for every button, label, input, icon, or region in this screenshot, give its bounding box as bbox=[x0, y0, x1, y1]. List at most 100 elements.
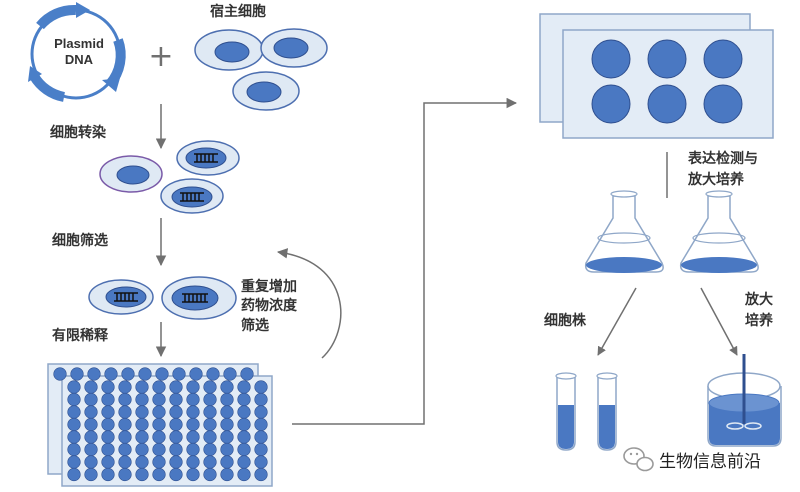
well bbox=[118, 455, 132, 469]
well bbox=[647, 84, 687, 124]
stirrer-blade bbox=[744, 422, 762, 430]
well bbox=[87, 367, 101, 381]
well bbox=[237, 467, 251, 482]
watermark: 生物信息前沿 bbox=[623, 447, 761, 472]
well bbox=[84, 430, 98, 444]
well bbox=[118, 430, 132, 444]
well bbox=[118, 417, 132, 432]
well bbox=[220, 455, 234, 469]
watermark-text: 生物信息前沿 bbox=[659, 452, 761, 472]
well bbox=[220, 380, 234, 394]
nucleus bbox=[171, 186, 213, 208]
well bbox=[703, 84, 743, 124]
well bbox=[138, 367, 152, 381]
well-plates-96 bbox=[47, 363, 273, 487]
well bbox=[101, 442, 115, 457]
screening-label: 细胞筛选 bbox=[52, 232, 108, 249]
wechat-icon bbox=[623, 447, 654, 472]
well bbox=[237, 392, 251, 407]
nucleus bbox=[273, 37, 309, 59]
well bbox=[135, 405, 149, 419]
well bbox=[237, 405, 251, 419]
well bbox=[169, 380, 183, 394]
well bbox=[67, 405, 81, 419]
well bbox=[135, 467, 149, 482]
well bbox=[237, 380, 251, 394]
repeat-label-line2: 药物浓度 bbox=[241, 297, 298, 314]
transfected-cells bbox=[99, 140, 240, 214]
cell-line-label: 细胞株 bbox=[544, 312, 587, 329]
erlenmeyer-flask bbox=[679, 190, 759, 273]
well bbox=[84, 467, 98, 482]
well bbox=[152, 405, 166, 419]
well bbox=[152, 417, 166, 432]
well bbox=[220, 417, 234, 432]
host-cells bbox=[194, 28, 328, 111]
well bbox=[254, 455, 268, 469]
well bbox=[240, 367, 254, 381]
well bbox=[203, 405, 217, 419]
well bbox=[203, 380, 217, 394]
well bbox=[84, 417, 98, 432]
well bbox=[101, 392, 115, 407]
well bbox=[53, 367, 67, 381]
well bbox=[186, 405, 200, 419]
well bbox=[84, 442, 98, 457]
well bbox=[220, 405, 234, 419]
well bbox=[135, 455, 149, 469]
transfection-label: 细胞转染 bbox=[50, 124, 107, 141]
well bbox=[186, 455, 200, 469]
well bbox=[67, 467, 81, 482]
well bbox=[220, 392, 234, 407]
repeat-label-line3: 筛选 bbox=[241, 317, 269, 334]
dna-fragment-icon bbox=[114, 292, 138, 302]
plus-sign: + bbox=[148, 39, 173, 74]
repeat-loop-arrow bbox=[276, 248, 342, 359]
well bbox=[169, 467, 183, 482]
well bbox=[118, 405, 132, 419]
nucleus bbox=[246, 81, 282, 103]
well bbox=[101, 380, 115, 394]
well bbox=[101, 405, 115, 419]
well bbox=[189, 367, 203, 381]
plasmid-label: Plasmid bbox=[54, 36, 104, 51]
well bbox=[70, 367, 84, 381]
well bbox=[152, 380, 166, 394]
well bbox=[152, 430, 166, 444]
well bbox=[135, 417, 149, 432]
well bbox=[186, 417, 200, 432]
well bbox=[135, 430, 149, 444]
well bbox=[254, 405, 268, 419]
well bbox=[101, 430, 115, 444]
well bbox=[169, 405, 183, 419]
dna-fragment-icon bbox=[194, 153, 218, 163]
test-tube bbox=[555, 372, 577, 451]
well bbox=[186, 430, 200, 444]
well bbox=[591, 84, 631, 124]
well bbox=[67, 430, 81, 444]
well bbox=[186, 442, 200, 457]
dna-fragment-icon bbox=[182, 293, 208, 303]
well bbox=[67, 392, 81, 407]
well bbox=[135, 392, 149, 407]
well bbox=[220, 430, 234, 444]
nucleus bbox=[105, 286, 147, 308]
expression-label-line2: 放大培养 bbox=[687, 171, 745, 188]
tube-liquid bbox=[558, 405, 574, 449]
host-cells-label: 宿主细胞 bbox=[210, 3, 266, 20]
well bbox=[121, 367, 135, 381]
well bbox=[118, 442, 132, 457]
arrow-to-scale-up bbox=[700, 287, 738, 356]
well bbox=[155, 367, 169, 381]
well bbox=[237, 455, 251, 469]
well bbox=[172, 367, 186, 381]
well bbox=[169, 392, 183, 407]
well bbox=[152, 392, 166, 407]
well bbox=[135, 380, 149, 394]
expression-label-line1: 表达检测与 bbox=[687, 150, 758, 167]
well bbox=[203, 442, 217, 457]
well bbox=[67, 442, 81, 457]
well bbox=[591, 39, 631, 79]
well bbox=[118, 392, 132, 407]
plasmid-dna: Plasmid DNA bbox=[28, 2, 126, 102]
